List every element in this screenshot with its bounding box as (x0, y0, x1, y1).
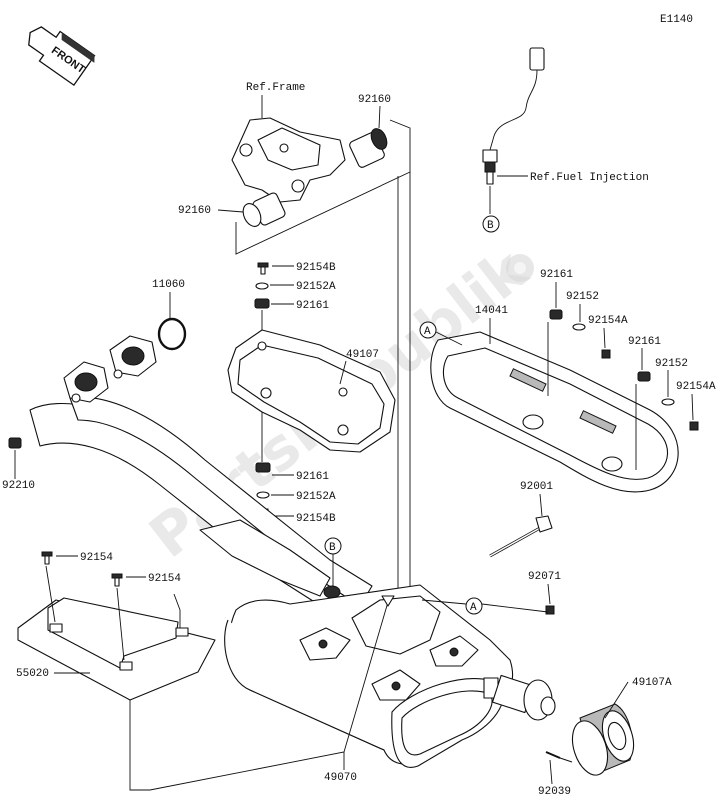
o2-sensor (482, 47, 545, 185)
diagram-code: E1140 (660, 14, 693, 26)
callout-b-upper: B (482, 215, 500, 233)
fastener-group-right-1 (549, 309, 611, 359)
screw-92154-b (111, 573, 123, 587)
part-92001: 92001 (520, 481, 553, 493)
part-92152-r1: 92152 (566, 291, 599, 303)
heat-shield-49107 (227, 329, 396, 453)
part-55020: 55020 (16, 668, 49, 680)
muffler-cover-14041 (430, 331, 679, 493)
svg-text:B: B (487, 220, 494, 232)
part-49107A: 49107A (632, 677, 672, 689)
svg-text:A: A (470, 602, 477, 614)
damper-lower (242, 192, 286, 227)
part-92210: 92210 (2, 480, 35, 492)
svg-text:A: A (424, 326, 431, 338)
end-cap-49107A (571, 703, 635, 776)
part-92161-upper: 92161 (296, 300, 329, 312)
part-92152A-upper: 92152A (296, 281, 336, 293)
part-92161-r1: 92161 (540, 269, 573, 281)
part-11060: 11060 (152, 279, 185, 291)
part-92161-mid: 92161 (296, 471, 329, 483)
gasket-11060 (157, 317, 187, 351)
damper-upper (349, 128, 388, 168)
sensor-boss (323, 585, 341, 599)
part-92160-upper: 92160 (358, 94, 391, 106)
callout-b-lower: B (324, 537, 342, 555)
part-49107: 49107 (346, 349, 379, 361)
part-92154-b: 92154 (148, 573, 181, 585)
part-92154-a: 92154 (80, 552, 113, 564)
nut-92210 (8, 437, 22, 449)
part-49070: 49070 (324, 772, 357, 784)
part-92152-r2: 92152 (655, 358, 688, 370)
part-92152A-mid: 92152A (296, 491, 336, 503)
part-92154A-r1: 92154A (588, 315, 628, 327)
ref-fuel-injection-label: Ref.Fuel Injection (530, 172, 649, 184)
bolt-92001 (489, 515, 553, 558)
front-arrow-icon: FRONT (28, 26, 96, 87)
tail-pipe (491, 674, 556, 721)
part-92071: 92071 (528, 571, 561, 583)
part-92160-lower: 92160 (178, 205, 211, 217)
part-92161-r2: 92161 (628, 336, 661, 348)
muffler-49070 (224, 584, 514, 768)
part-92039: 92039 (538, 786, 571, 798)
cover-plate-55020 (17, 597, 216, 791)
screw-92039 (545, 751, 573, 763)
fastener-group-right-2 (637, 371, 699, 431)
part-14041: 14041 (475, 305, 508, 317)
part-92154A-r2: 92154A (676, 381, 716, 393)
callout-a-upper: A (419, 321, 437, 339)
ref-frame-label: Ref.Frame (246, 82, 305, 94)
part-92154B-mid: 92154B (296, 513, 336, 525)
screw-92154-a (41, 551, 53, 565)
frame-bracket (231, 95, 346, 203)
watermark-gear-icon (506, 254, 534, 282)
callout-a-lower: A (465, 597, 483, 615)
clip-92071 (545, 605, 555, 615)
part-92154B-upper: 92154B (296, 262, 336, 274)
fastener-stack-upper (254, 262, 270, 309)
svg-text:B: B (329, 542, 336, 554)
